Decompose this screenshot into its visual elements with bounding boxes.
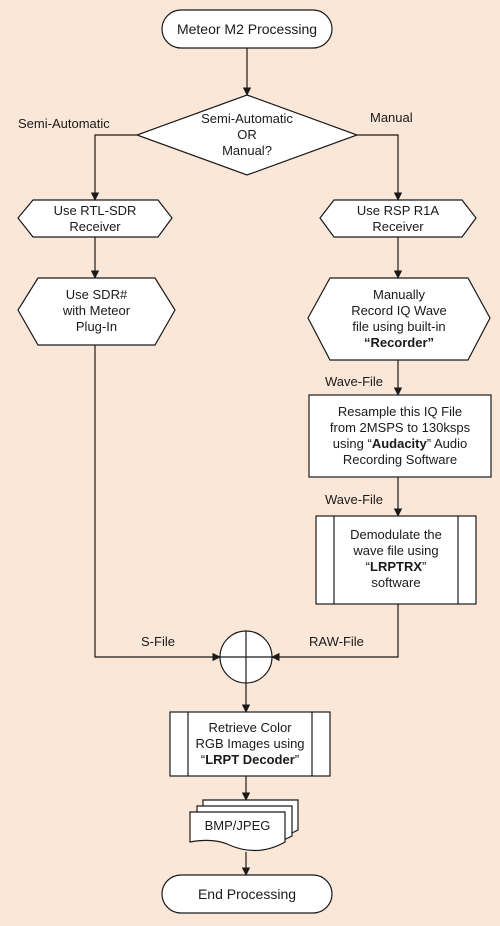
demodulate-line-1: Demodulate the [350, 527, 442, 542]
record-quote-close: ” [427, 335, 435, 350]
decision-label: Semi-Automatic OR Manual? [167, 111, 327, 159]
retrieve-label: Retrieve Color RGB Images using “LRPT De… [188, 720, 312, 768]
record-line-3: file using built-in [352, 319, 446, 334]
edge-label-manual: Manual [370, 110, 413, 125]
edge-decision-rsp [357, 134, 403, 201]
sdr-sharp-line-3: Plug-In [75, 319, 118, 334]
record-line-4: “Recorder” [308, 335, 490, 351]
record-label: Manually Record IQ Wave file using built… [308, 287, 490, 351]
edge-label-wave-file-2: Wave-File [325, 492, 384, 507]
rtl-sdr-line-2: Receiver [69, 219, 121, 234]
demodulate-line-3: “LRPTRX” [334, 559, 458, 575]
resample-line-2: from 2MSPS to 130ksps [329, 420, 471, 435]
demodulate-line-3-post: ” [422, 559, 427, 574]
audacity-name: Audacity [371, 436, 427, 451]
lrptrx-name: LRPTRX [370, 559, 422, 574]
decision-diamond [135, 94, 359, 176]
decision-line-2: OR [237, 127, 257, 142]
record-line-2: Record IQ Wave [351, 303, 447, 318]
retrieve-line-2: RGB Images using [195, 736, 305, 751]
retrieve-line-3: “LRPT Decoder” [188, 752, 312, 768]
lrpt-decoder-name: LRPT Decoder [205, 752, 295, 767]
end-label: End Processing [197, 886, 297, 902]
edge-label-s-file: S-File [141, 634, 175, 649]
sdr-sharp-label: Use SDR# with Meteor Plug-In [18, 287, 175, 335]
decision-line-1: Semi-Automatic [201, 111, 293, 126]
sdr-sharp-hexagon [17, 277, 176, 346]
rtl-sdr-label: Use RTL-SDR Receiver [18, 203, 172, 235]
sdr-sharp-line-1: Use SDR# [65, 287, 128, 302]
record-hexagon [307, 277, 491, 361]
edge-sdr-junction [94, 345, 221, 662]
retrieve-line-3-post: ” [294, 752, 300, 767]
retrieve-line-1: Retrieve Color [208, 720, 292, 735]
rsp-r1a-hexagon [319, 199, 477, 238]
resample-line-3: using “Audacity” Audio [309, 436, 491, 452]
demodulate-line-4: software [371, 575, 421, 590]
sdr-sharp-line-2: with Meteor [62, 303, 131, 318]
rtl-sdr-hexagon [17, 199, 173, 238]
start-label: Meteor M2 Processing [176, 21, 318, 37]
resample-line-4: Recording Software [342, 452, 458, 467]
recorder-name: Recorder [370, 335, 428, 350]
edge-label-wave-file-1: Wave-File [325, 374, 384, 389]
rtl-sdr-line-1: Use RTL-SDR [53, 203, 137, 218]
demodulate-line-2: wave file using [353, 543, 439, 558]
demodulate-label: Demodulate the wave file using “LRPTRX” … [334, 527, 458, 591]
rsp-r1a-line-1: Use RSP R1A [356, 203, 440, 218]
document-label: BMP/JPEG [204, 818, 271, 833]
edge-demod-junction [271, 604, 399, 662]
rsp-r1a-line-2: Receiver [372, 219, 424, 234]
record-line-1: Manually [372, 287, 426, 302]
resample-box [308, 394, 492, 478]
edge-label-raw-file: RAW-File [309, 634, 364, 649]
document-stack-front [189, 811, 286, 852]
resample-label: Resample this IQ File from 2MSPS to 130k… [309, 404, 491, 468]
resample-line-1: Resample this IQ File [337, 404, 463, 419]
record-quote-open: “ [363, 335, 371, 350]
demodulate-line-3-pre: “ [365, 559, 370, 574]
resample-line-3-pre: using “ [332, 436, 372, 451]
edge-decision-rtl [90, 134, 137, 201]
resample-line-3-post: ” Audio [426, 436, 468, 451]
edge-label-semi-automatic: Semi-Automatic [18, 116, 110, 131]
retrieve-line-3-pre: “ [200, 752, 206, 767]
rsp-r1a-label: Use RSP R1A Receiver [320, 203, 476, 235]
decision-line-3: Manual? [222, 143, 272, 158]
